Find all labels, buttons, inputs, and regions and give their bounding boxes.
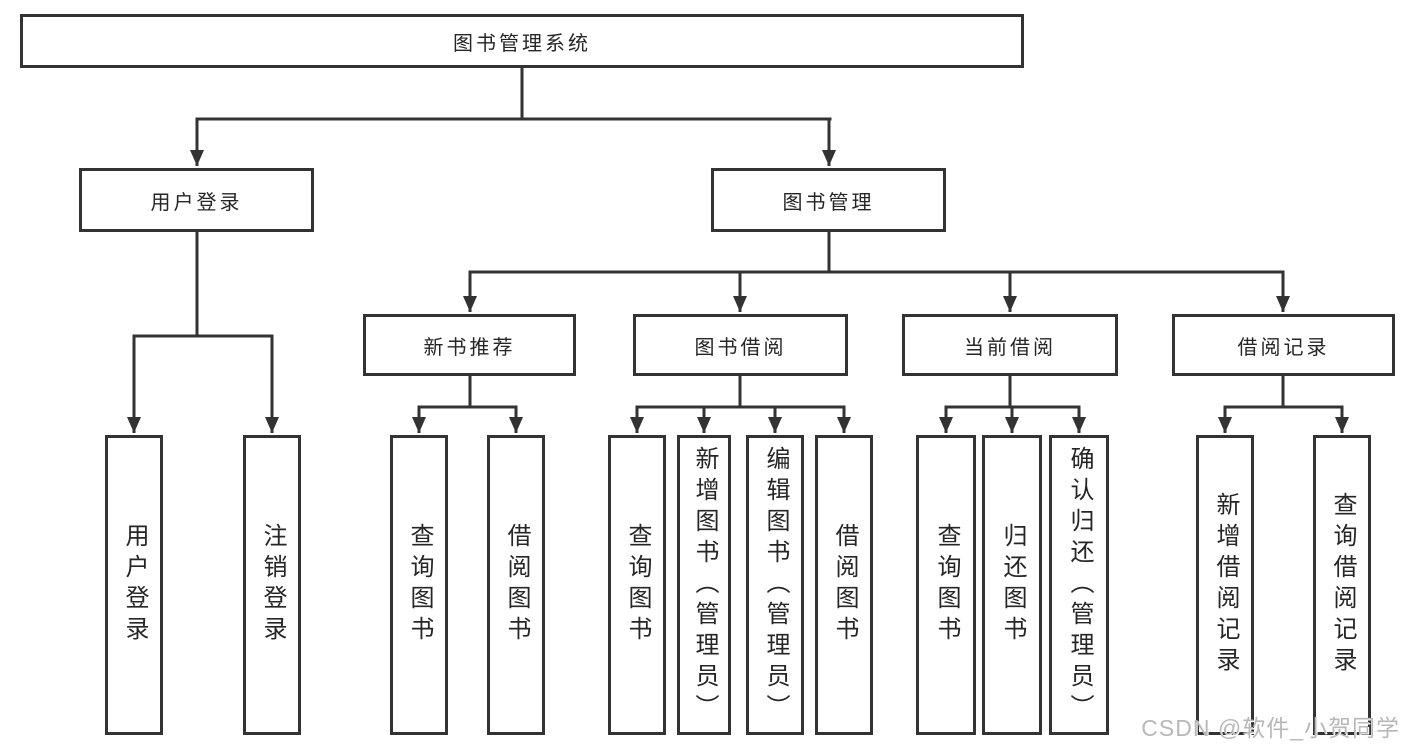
leaf-borrow-borrow-books: 借阅图书 (815, 435, 873, 735)
node-label: 图书借阅 (694, 336, 787, 359)
node-current-borrowing: 当前借阅 (902, 314, 1118, 376)
leaf-current-query-books: 查询图书 (916, 435, 976, 735)
leaf-label: 用户登录 (121, 523, 148, 647)
node-root-library-system: 图书管理系统 (20, 14, 1024, 68)
leaf-label: 查询借阅记录 (1329, 492, 1356, 678)
leaf-newbook-query-books: 查询图书 (390, 435, 448, 735)
csdn-watermark: CSDN @软件_小贺同学 (1141, 715, 1400, 741)
leaf-user-login: 用户登录 (105, 435, 163, 735)
leaf-label: 确认归还（管理员） (1066, 445, 1093, 725)
connector-root-to-level2 (190, 68, 836, 166)
leaf-logout: 注销登录 (243, 435, 301, 735)
leaf-label: 借阅图书 (503, 523, 530, 647)
connector-records-to-leaves (1218, 376, 1349, 433)
node-label: 新书推荐 (423, 336, 516, 359)
leaf-records-query-record: 查询借阅记录 (1313, 435, 1371, 735)
connector-current-to-leaves (939, 376, 1086, 433)
connector-newbook-to-leaves (412, 376, 523, 433)
connector-userlogin-to-leaves (127, 232, 279, 433)
node-user-login: 用户登录 (79, 168, 314, 232)
leaf-records-add-record: 新增借阅记录 (1196, 435, 1254, 735)
leaf-label: 借阅图书 (831, 523, 858, 647)
connector-borrow-to-leaves (630, 376, 851, 433)
node-book-management: 图书管理 (711, 168, 946, 232)
leaf-borrow-query-books: 查询图书 (608, 435, 666, 735)
leaf-label: 新增图书（管理员） (691, 445, 718, 725)
connector-bookmgmt-to-level3 (463, 232, 1290, 312)
leaf-label: 查询图书 (933, 523, 960, 647)
node-label: 借阅记录 (1237, 336, 1330, 359)
node-new-book-recommend: 新书推荐 (363, 314, 576, 376)
node-label: 当前借阅 (964, 336, 1056, 359)
node-label: 用户登录 (150, 191, 243, 214)
leaf-borrow-add-books-admin: 新增图书（管理员） (677, 435, 731, 735)
node-label: 图书管理系统 (453, 32, 591, 55)
node-book-borrowing: 图书借阅 (633, 314, 848, 376)
leaf-label: 归还图书 (999, 523, 1026, 647)
leaf-label: 注销登录 (259, 523, 286, 647)
leaf-newbook-borrow-books: 借阅图书 (487, 435, 545, 735)
leaf-label: 查询图书 (406, 523, 433, 647)
leaf-current-return-books: 归还图书 (982, 435, 1042, 735)
node-borrowing-records: 借阅记录 (1172, 314, 1395, 376)
leaf-label: 新增借阅记录 (1212, 492, 1239, 678)
leaf-borrow-edit-books-admin: 编辑图书（管理员） (746, 435, 804, 735)
leaf-current-confirm-return-admin: 确认归还（管理员） (1049, 435, 1109, 735)
leaf-label: 查询图书 (624, 523, 651, 647)
node-label: 图书管理 (782, 191, 875, 214)
leaf-label: 编辑图书（管理员） (762, 445, 789, 725)
